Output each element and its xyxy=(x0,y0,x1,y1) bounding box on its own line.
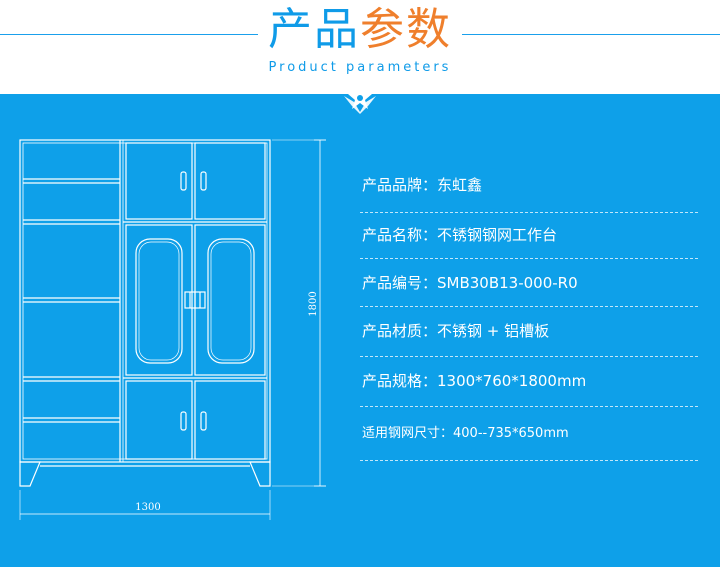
page-subtitle: Product parameters xyxy=(268,60,452,75)
page-title-part2: 参数 xyxy=(360,4,452,55)
spec-divider xyxy=(360,356,698,357)
width-dimension-label: 1300 xyxy=(135,502,160,513)
spec-text: 产品材质：不锈钢 + 铝槽板 xyxy=(362,322,550,340)
spec-text: 产品名称：不锈钢钢网工作台 xyxy=(362,226,558,244)
spec-divider xyxy=(360,406,698,407)
height-dimension-label: 1800 xyxy=(308,291,319,316)
header: 产品参数 Product parameters xyxy=(0,0,720,94)
page-title: 产品参数 xyxy=(0,2,720,58)
spec-divider xyxy=(360,258,698,259)
spec-text: 产品编号：SMB30B13-000-R0 xyxy=(362,274,578,292)
spec-text: 产品规格：1300*760*1800mm xyxy=(362,372,587,390)
title-divider-left xyxy=(0,34,258,35)
spec-text: 适用钢网尺寸：400--735*650mm xyxy=(362,426,569,441)
spec-text: 产品品牌：东虹鑫 xyxy=(362,176,483,194)
spec-divider xyxy=(360,460,698,461)
spec-list: 产品品牌：东虹鑫 产品名称：不锈钢钢网工作台 产品编号：SMB30B13-000… xyxy=(360,94,700,494)
spec-divider xyxy=(360,212,698,213)
page-title-part1: 产品 xyxy=(268,4,360,55)
spec-divider xyxy=(360,306,698,307)
title-block: 产品参数 Product parameters xyxy=(0,0,720,94)
cabinet-drawing: 1800 1300 xyxy=(19,139,326,520)
star-crest-icon xyxy=(344,85,376,114)
title-divider-right xyxy=(462,34,720,35)
